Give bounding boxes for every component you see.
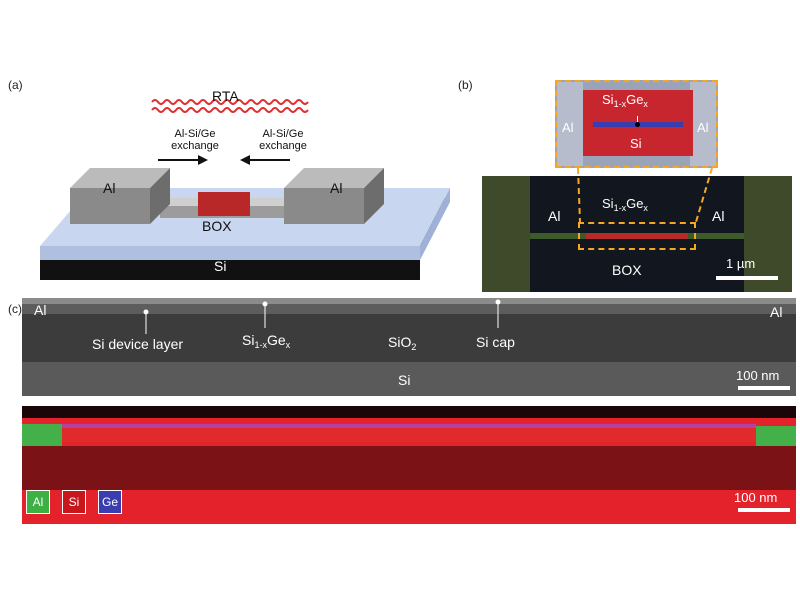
legend-ge: Ge — [98, 490, 122, 514]
sem-scale-label: 1 µm — [726, 256, 756, 271]
tem-sio2-label: SiO2 — [388, 334, 417, 352]
edx-scale-label: 100 nm — [734, 490, 778, 505]
tem-si-device-layer — [22, 304, 796, 314]
panel-c-tem-image — [22, 298, 796, 396]
panel-a-device-schematic — [40, 99, 450, 280]
exchange-arrow-left-icon — [240, 155, 290, 165]
tem-si-device-layer-label: Si device layer — [92, 336, 184, 352]
al-right-label: Al — [330, 180, 343, 196]
sem-al-right-region — [744, 176, 792, 292]
tem-markers — [143, 299, 501, 334]
zoom-lines — [577, 167, 713, 223]
edx-si-device — [62, 428, 756, 442]
zoom-box — [578, 222, 696, 250]
legend-si: Si — [62, 490, 86, 514]
inset-al-right-label: Al — [697, 120, 709, 135]
tem-sige-label: Si1-xGex — [242, 332, 291, 350]
sem-box-label: BOX — [612, 262, 642, 278]
inset-si-label: Si — [630, 136, 642, 151]
sem-scale-bar — [716, 276, 778, 280]
sem-al-right-label: Al — [712, 208, 725, 224]
inset-sige-label: Si1-xGex — [602, 92, 648, 109]
rta-label: RTA — [212, 88, 239, 104]
panel-b-sem-image — [482, 176, 792, 292]
panel-c-label: (c) — [8, 302, 22, 316]
box-label: BOX — [202, 218, 232, 234]
inset-al-left-region — [557, 82, 583, 166]
rta-heat-wave-icon — [151, 99, 309, 113]
panel-c-edx-map — [22, 406, 796, 524]
tem-scale-bar — [738, 386, 790, 390]
panel-b-label: (b) — [458, 78, 473, 92]
sem-al-left-label: Al — [548, 208, 561, 224]
sige-segment — [198, 192, 250, 216]
edx-top-background — [22, 406, 796, 418]
si-substrate-label: Si — [214, 258, 227, 274]
tem-al-left-label: Al — [34, 302, 47, 318]
edx-scale-bar — [738, 508, 790, 512]
al-left-label: Al — [103, 180, 116, 196]
exchange-arrow-right-icon — [158, 155, 208, 165]
sem-al-left-region — [482, 176, 530, 292]
panel-b-inset — [555, 80, 718, 168]
inset-marker — [635, 122, 640, 127]
al-pad-left — [70, 168, 170, 224]
nanowire — [160, 192, 306, 218]
sem-sige-segment — [586, 233, 688, 239]
sem-sige-label: Si1-xGex — [602, 196, 648, 213]
tem-sio2-layer — [22, 314, 796, 362]
edx-al-left — [22, 424, 62, 446]
tem-al-right-label: Al — [770, 304, 783, 320]
legend-al: Al — [26, 490, 50, 514]
tem-si-cap-label: Si cap — [476, 334, 515, 350]
tem-si-substrate — [22, 362, 796, 396]
edx-ge-layer — [62, 424, 756, 428]
tem-scale-label: 100 nm — [736, 368, 780, 383]
inset-al-left-label: Al — [562, 120, 574, 135]
al-pad-right — [284, 168, 384, 224]
panel-a-label: (a) — [8, 78, 23, 92]
edx-al-right — [756, 426, 796, 448]
inset-al-right-region — [690, 82, 716, 166]
tem-si-substrate-label: Si — [398, 372, 411, 388]
edx-sio2-region — [22, 446, 796, 490]
